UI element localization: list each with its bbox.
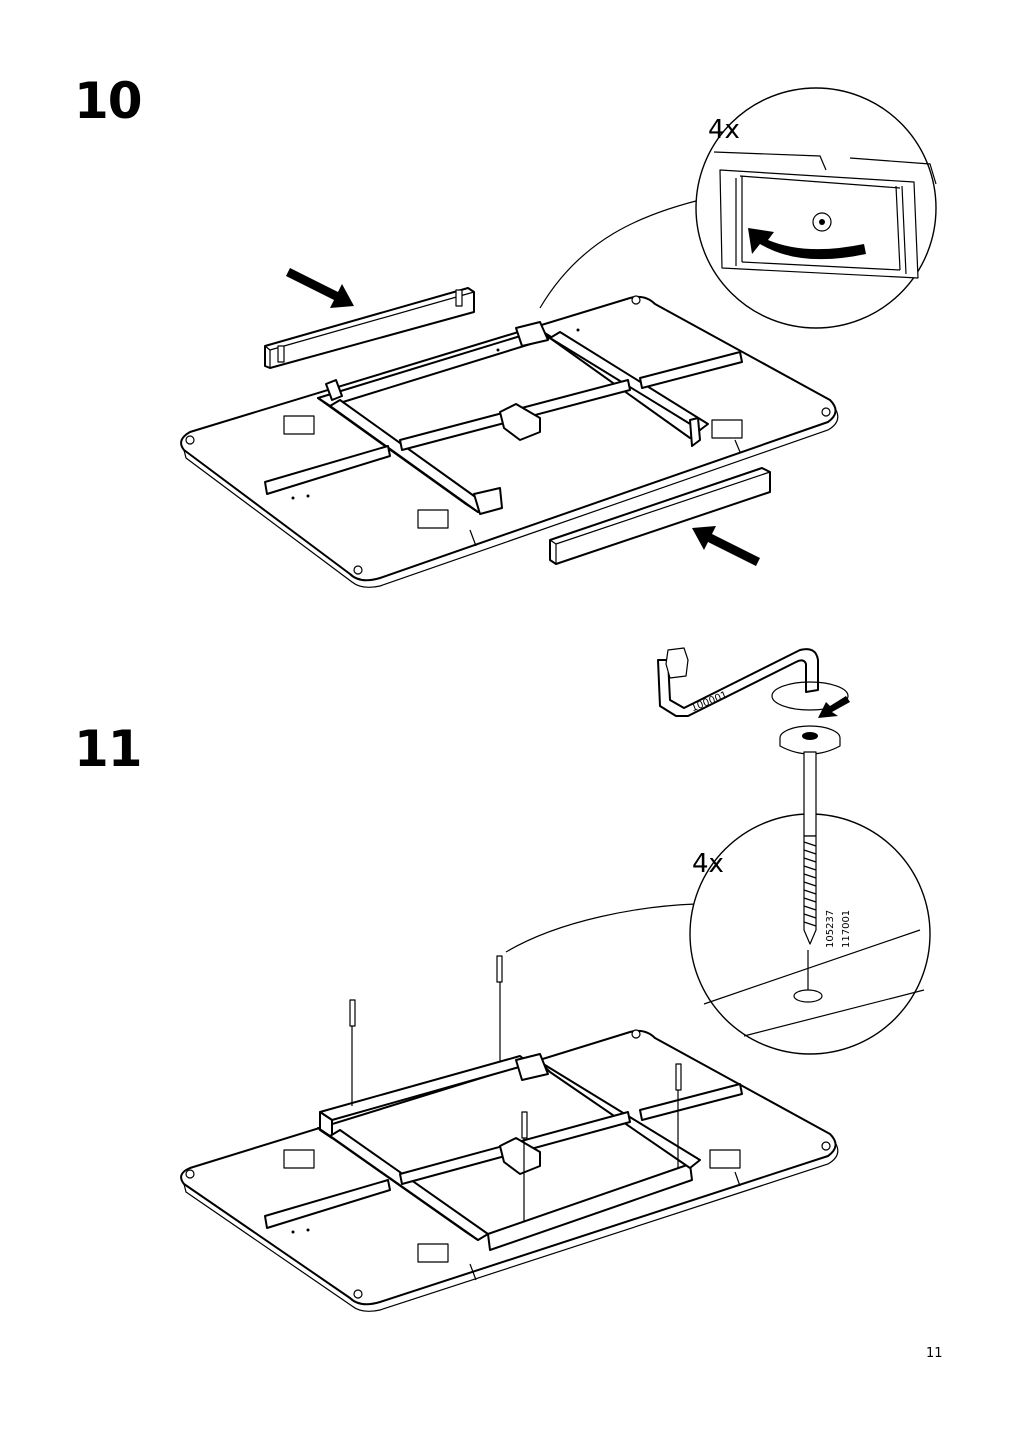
- screw-holes: [185, 1029, 831, 1299]
- frame: [264, 1053, 743, 1251]
- insert-arrows: [286, 268, 760, 566]
- step-10-illustration: [180, 87, 937, 588]
- step-11-number: 11: [74, 720, 143, 778]
- hinges: [283, 1149, 741, 1263]
- bolt-code-a: 105237: [825, 909, 836, 948]
- step-10-number: 10: [74, 72, 143, 130]
- step-11-quantity: 4x: [692, 849, 724, 879]
- side-rail-left: [264, 287, 475, 369]
- table-top: [180, 295, 839, 588]
- table-top: [180, 1029, 839, 1312]
- detail-callout: [539, 87, 937, 329]
- screw-holes: [185, 295, 831, 575]
- hinges: [283, 415, 743, 529]
- allen-key: [657, 647, 850, 718]
- step-10-quantity: 4x: [708, 115, 740, 145]
- bolt-code-b: 117001: [841, 909, 852, 948]
- page-number: 11: [926, 1346, 943, 1361]
- allen-key-code: 100001: [689, 689, 730, 715]
- side-rail-right: [549, 467, 771, 565]
- frame-rails: [264, 321, 743, 515]
- screws: [349, 955, 682, 1222]
